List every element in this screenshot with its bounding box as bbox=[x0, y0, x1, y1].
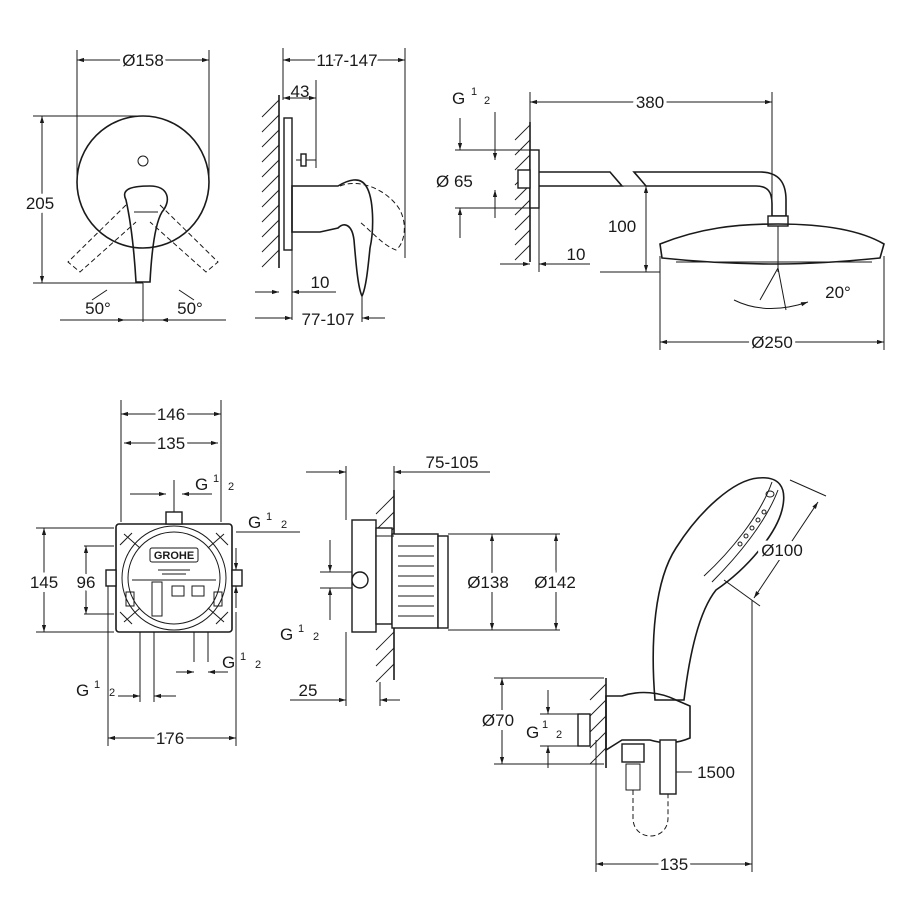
hand-shower-view: Ø100 Ø70 G 1 2 1500 135 bbox=[478, 477, 827, 877]
angle-left-label: 50° bbox=[85, 299, 111, 318]
plate-thickness-label: 10 bbox=[311, 273, 330, 292]
rough-thread-top-g: G bbox=[195, 475, 208, 494]
hand-wall-hatch bbox=[589, 683, 607, 765]
holder-offset-label: 135 bbox=[660, 855, 688, 874]
shower-thread-g: G bbox=[452, 89, 465, 108]
rough-thread-bottom-left-den: 2 bbox=[109, 687, 115, 699]
rough-height-outer: 145 bbox=[30, 573, 58, 592]
hand-head-diameter: Ø100 bbox=[761, 541, 803, 560]
rough-width-inner: 135 bbox=[157, 434, 185, 453]
rough-thread-right-den: 2 bbox=[281, 519, 287, 531]
brand-logo: GROHE bbox=[154, 550, 194, 562]
rough-thread-top-den: 2 bbox=[228, 481, 234, 493]
shower-head-view: 20° G 1 2 Ø 65 380 100 10 Ø250 bbox=[436, 86, 885, 355]
mixer-height-label: 205 bbox=[26, 194, 54, 213]
rough-bottom-width: 176 bbox=[156, 729, 184, 748]
wall-gap-label: 10 bbox=[567, 245, 586, 264]
rough-wall-depth: 25 bbox=[299, 681, 318, 700]
rough-thread-right-num: 1 bbox=[266, 511, 272, 523]
rough-thread-bottom-right-num: 1 bbox=[240, 651, 246, 663]
handle-offset-label: 43 bbox=[291, 82, 310, 101]
rough-thread-top-num: 1 bbox=[213, 473, 219, 485]
rough-in-front-view: GROHE 146 135 G 1 2 G 1 2 145 96 bbox=[26, 400, 300, 751]
head-diameter-label: Ø250 bbox=[751, 333, 793, 352]
drop-label: 100 bbox=[608, 217, 636, 236]
side-depth-label: 117-147 bbox=[316, 51, 377, 70]
shower-thread-den: 2 bbox=[484, 95, 490, 107]
mixer-front-view: Ø158 205 50° 50° bbox=[22, 48, 226, 323]
hand-thread-num: 1 bbox=[542, 719, 548, 731]
shower-thread-num: 1 bbox=[471, 86, 477, 98]
arm-length-label: 380 bbox=[636, 93, 664, 112]
rough-side-depth: 75-105 bbox=[426, 453, 479, 472]
tilt-angle-label: 20° bbox=[825, 283, 851, 302]
rough-thread-right-g: G bbox=[248, 513, 261, 532]
rough-outer-diameter: Ø142 bbox=[534, 573, 576, 592]
hand-thread-den: 2 bbox=[556, 729, 562, 741]
rough-thread-bottom-right-den: 2 bbox=[255, 659, 261, 671]
rough-in-side-view: 75-105 Ø138 Ø142 G 1 2 25 bbox=[280, 453, 580, 706]
wall-hatch bbox=[261, 99, 280, 268]
hose-length-label: 1500 bbox=[697, 763, 735, 782]
rough-side-thread-num: 1 bbox=[298, 623, 304, 635]
hand-thread-g: G bbox=[526, 723, 539, 742]
rough-thread-bottom-left-num: 1 bbox=[94, 679, 100, 691]
mixer-diameter-label: Ø158 bbox=[122, 51, 164, 70]
rough-side-thread-den: 2 bbox=[313, 631, 319, 643]
projection-label: 77-107 bbox=[302, 310, 355, 329]
flange-diameter-label: Ø 65 bbox=[436, 172, 473, 191]
angle-right-label: 50° bbox=[177, 299, 203, 318]
rough-inner-diameter: Ø138 bbox=[467, 573, 509, 592]
rough-width-outer: 146 bbox=[157, 405, 185, 424]
rough-height-inner: 96 bbox=[77, 573, 96, 592]
rough-side-thread-g: G bbox=[280, 625, 293, 644]
rough-thread-bottom-left-g: G bbox=[76, 681, 89, 700]
mixer-side-view: 117-147 43 10 77-107 bbox=[255, 48, 406, 332]
shower-wall-hatch bbox=[514, 124, 531, 261]
hand-outlet-diameter: Ø70 bbox=[482, 711, 514, 730]
rough-thread-bottom-right-g: G bbox=[222, 653, 235, 672]
